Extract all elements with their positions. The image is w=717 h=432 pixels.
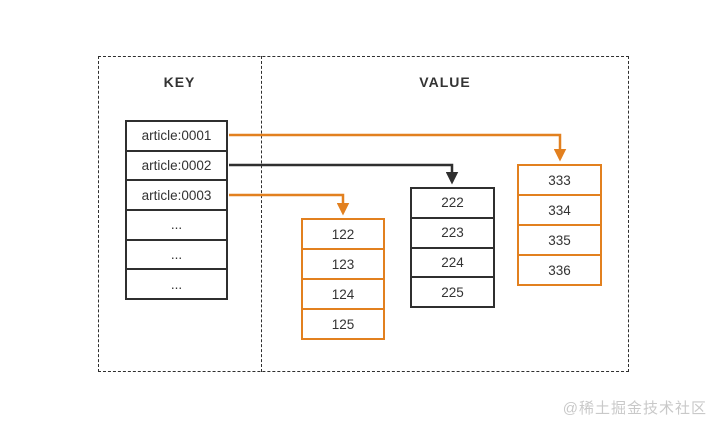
key-section-label: KEY	[163, 74, 196, 90]
value-cell: 124	[303, 278, 383, 308]
value-cell: 123	[303, 248, 383, 278]
value-cell: 333	[548, 172, 571, 188]
value-cell: 125	[303, 308, 383, 338]
key-row: ...	[127, 209, 226, 239]
value-cell: 335	[519, 224, 600, 254]
key-value-divider	[261, 56, 262, 372]
key-row: ...	[127, 238, 226, 269]
value-section-label: VALUE	[419, 74, 471, 90]
watermark: @稀土掘金技术社区	[562, 400, 707, 417]
key-row: article:0001	[141, 128, 212, 144]
key-row: article:0003	[127, 179, 226, 209]
value-cell: 334	[519, 194, 600, 224]
value-cell: 225	[412, 276, 493, 306]
value-cell: 222	[441, 195, 464, 211]
value-cell: 224	[412, 246, 493, 277]
value-cell: 223	[412, 216, 493, 247]
value-cell: 122	[331, 226, 355, 242]
diagram-outer-border	[98, 56, 629, 372]
value-list-122: 122 123 124 125	[301, 218, 385, 340]
value-cell: 336	[519, 254, 600, 284]
value-list-222: 222 223 224 225	[410, 187, 495, 308]
key-row: article:0002	[127, 149, 226, 180]
key-table: article:0001 article:0002 article:0003 .…	[125, 120, 228, 300]
key-row: ...	[127, 268, 226, 298]
value-list-333: 333 334 335 336	[517, 164, 602, 286]
